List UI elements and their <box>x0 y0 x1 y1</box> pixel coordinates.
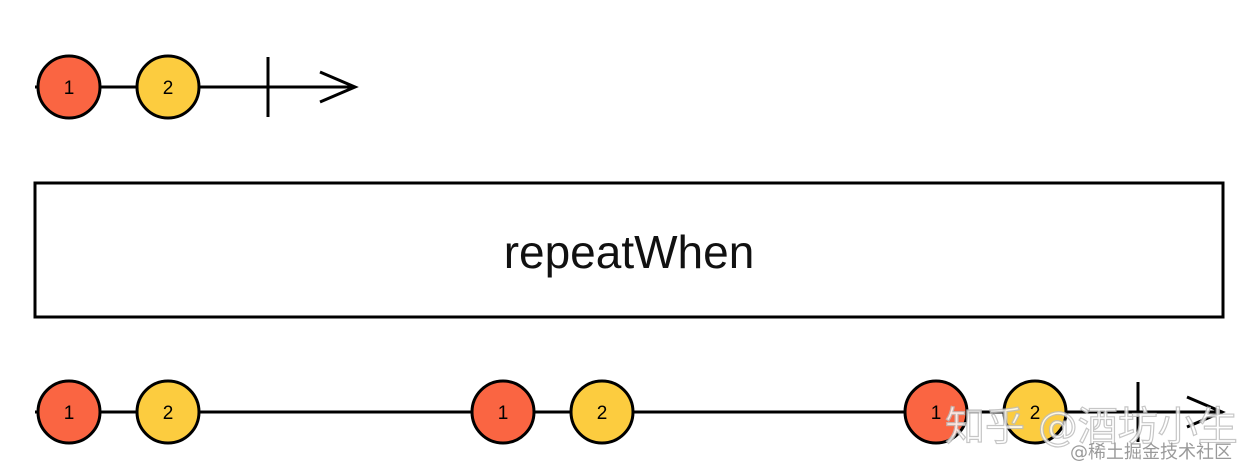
output-marble-2: 2 <box>135 379 201 445</box>
output-marble-5-label: 1 <box>931 403 942 424</box>
output-timeline-arrowhead <box>1186 395 1226 429</box>
output-marble-3: 1 <box>470 379 536 445</box>
operator-box-frame <box>33 181 1225 319</box>
operator-label: repeatWhen <box>504 226 755 278</box>
output-marble-2-circle <box>135 379 201 445</box>
output-marble-3-circle <box>470 379 536 445</box>
output-marble-6: 2 <box>1002 379 1068 445</box>
output-marble-2-label: 2 <box>163 403 174 424</box>
input-marble-1-circle <box>36 54 102 120</box>
input-marble-1-label: 1 <box>64 78 75 99</box>
input-timeline: 1 2 <box>35 54 359 120</box>
output-marble-3-label: 1 <box>498 403 509 424</box>
output-timeline: 1 2 1 2 1 2 <box>35 379 1226 445</box>
watermark-zhihu: 知乎 @酒坊小生 <box>945 404 1238 450</box>
output-marble-6-circle <box>1002 379 1068 445</box>
output-marble-5-circle <box>903 379 969 445</box>
output-marble-4-circle <box>569 379 635 445</box>
output-marble-6-label: 2 <box>1030 403 1041 424</box>
input-marble-1: 1 <box>36 54 102 120</box>
operator-box: repeatWhen <box>33 181 1225 319</box>
output-marble-5: 1 <box>903 379 969 445</box>
input-marble-2-circle <box>135 54 201 120</box>
input-marble-2: 2 <box>135 54 201 120</box>
input-timeline-arrowhead <box>319 70 359 104</box>
output-marble-1: 1 <box>36 379 102 445</box>
watermark: 知乎 @酒坊小生 @稀土掘金技术社区 <box>944 403 1238 463</box>
output-marble-4: 2 <box>569 379 635 445</box>
output-marble-1-label: 1 <box>64 403 75 424</box>
output-marble-1-circle <box>36 379 102 445</box>
watermark-juejin: @稀土掘金技术社区 <box>1070 442 1232 463</box>
input-marble-2-label: 2 <box>163 78 174 99</box>
output-marble-4-label: 2 <box>597 403 608 424</box>
